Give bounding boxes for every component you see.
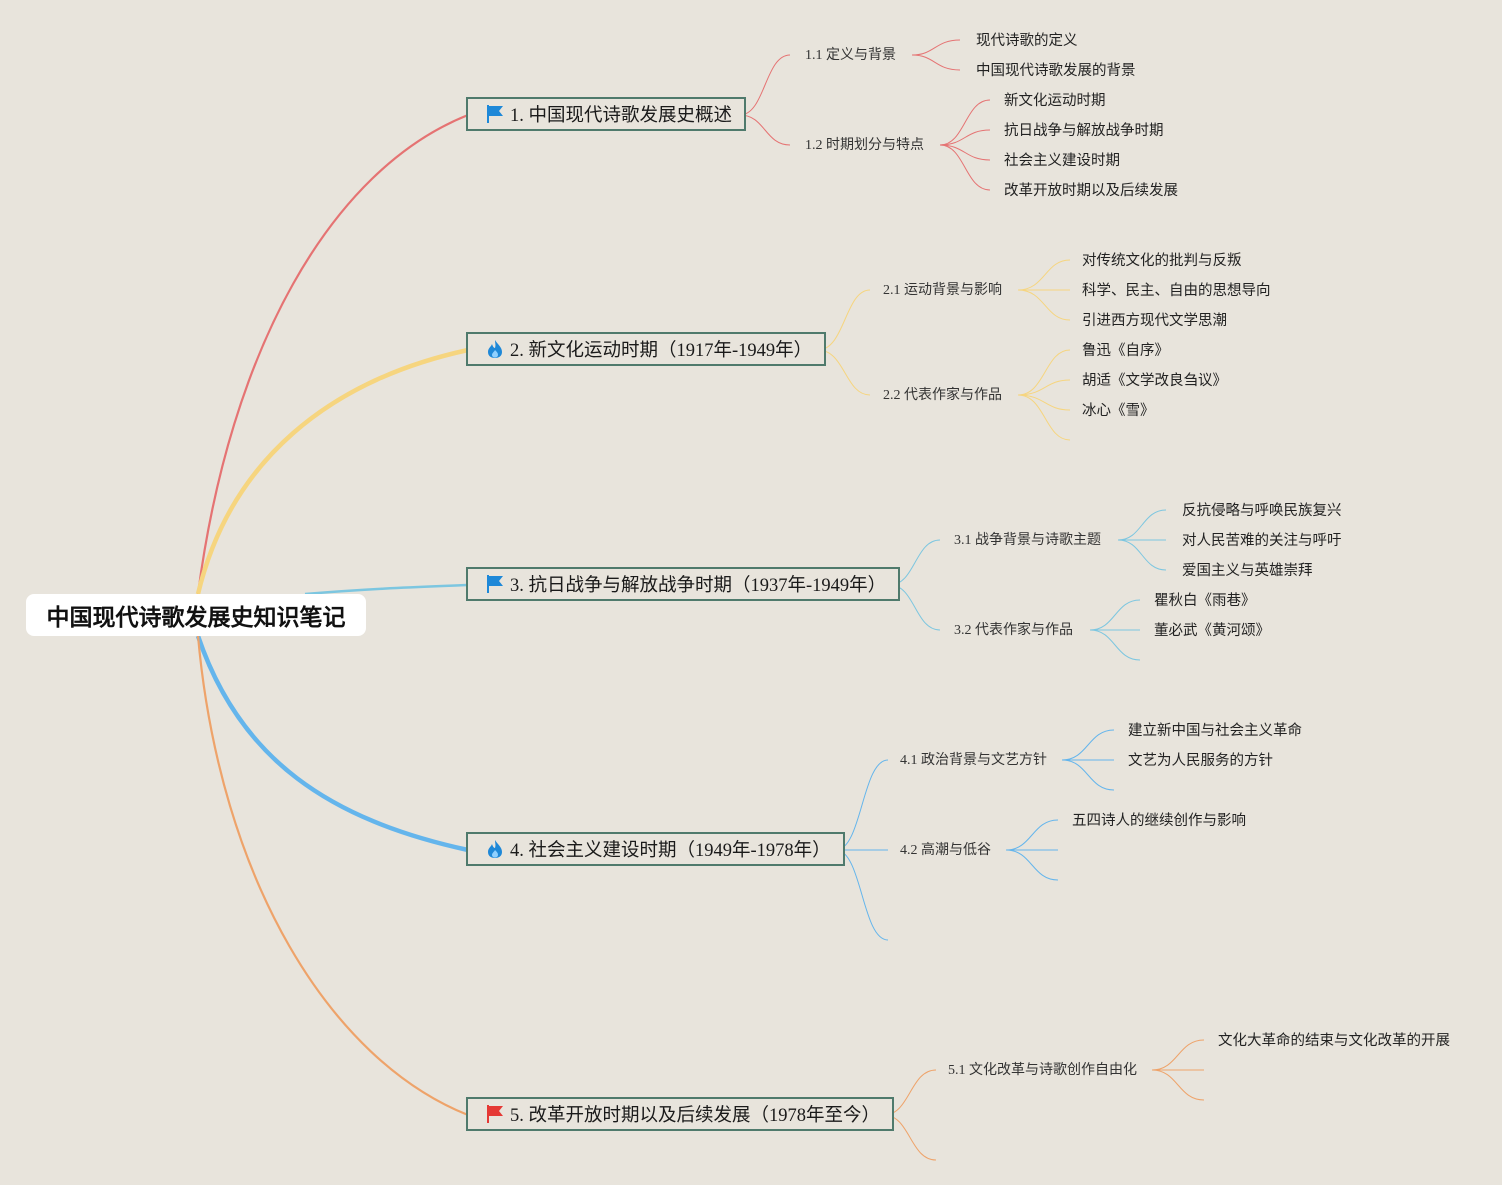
leaf-2-2-1[interactable]: 鲁迅《自序》 xyxy=(1082,343,1169,359)
subtopic-2-2[interactable]: 2.2 代表作家与作品 xyxy=(883,388,1002,403)
leaf-2-1-3[interactable]: 引进西方现代文学思潮 xyxy=(1082,313,1227,329)
leaf-3-1-2[interactable]: 对人民苦难的关注与呼吁 xyxy=(1182,533,1342,549)
blue-flag-icon xyxy=(484,103,506,125)
subtopic-4-1[interactable]: 4.1 政治背景与文艺方针 xyxy=(900,753,1047,768)
blue-flame-icon xyxy=(484,338,506,360)
leaf-1-2-4[interactable]: 改革开放时期以及后续发展 xyxy=(1004,183,1178,199)
leaf-3-1-3[interactable]: 爱国主义与英雄崇拜 xyxy=(1182,563,1313,579)
leaf-3-2-1[interactable]: 瞿秋白《雨巷》 xyxy=(1154,593,1256,609)
leaf-1-1-1[interactable]: 现代诗歌的定义 xyxy=(976,33,1078,49)
leaf-1-2-1[interactable]: 新文化运动时期 xyxy=(1004,93,1106,109)
leaf-3-2-2[interactable]: 董必武《黄河颂》 xyxy=(1154,623,1270,639)
subtopic-2-1[interactable]: 2.1 运动背景与影响 xyxy=(883,283,1002,298)
leaf-2-1-1[interactable]: 对传统文化的批判与反叛 xyxy=(1082,253,1242,269)
topic-3-label: 3. 抗日战争与解放战争时期（1937年-1949年） xyxy=(510,576,887,596)
blue-flame-icon xyxy=(484,838,506,860)
leaf-2-1-2[interactable]: 科学、民主、自由的思想导向 xyxy=(1082,283,1271,299)
topic-3[interactable]: 3. 抗日战争与解放战争时期（1937年-1949年） xyxy=(466,567,901,601)
leaf-1-2-2[interactable]: 抗日战争与解放战争时期 xyxy=(1004,123,1164,139)
leaf-4-2-1[interactable]: 五四诗人的继续创作与影响 xyxy=(1072,813,1246,829)
subtopic-5-1[interactable]: 5.1 文化改革与诗歌创作自由化 xyxy=(948,1063,1137,1078)
leaf-2-2-2[interactable]: 胡适《文学改良刍议》 xyxy=(1082,373,1227,389)
central-topic[interactable]: 中国现代诗歌发展史知识笔记 xyxy=(26,594,366,636)
leaf-2-2-3[interactable]: 冰心《雪》 xyxy=(1082,403,1155,419)
topic-4[interactable]: 4. 社会主义建设时期（1949年-1978年） xyxy=(466,832,845,866)
topic-2-label: 2. 新文化运动时期（1917年-1949年） xyxy=(510,341,813,361)
topic-5-label: 5. 改革开放时期以及后续发展（1978年至今） xyxy=(510,1106,881,1126)
blue-flag-icon xyxy=(484,573,506,595)
leaf-1-1-2[interactable]: 中国现代诗歌发展的背景 xyxy=(976,63,1136,79)
leaf-4-1-1[interactable]: 建立新中国与社会主义革命 xyxy=(1128,723,1302,739)
subtopic-1-1[interactable]: 1.1 定义与背景 xyxy=(805,48,896,63)
subtopic-1-2[interactable]: 1.2 时期划分与特点 xyxy=(805,138,924,153)
topic-1[interactable]: 1. 中国现代诗歌发展史概述 xyxy=(466,97,747,131)
leaf-1-2-3[interactable]: 社会主义建设时期 xyxy=(1004,153,1120,169)
topic-4-label: 4. 社会主义建设时期（1949年-1978年） xyxy=(510,841,831,861)
red-flag-icon xyxy=(484,1103,506,1125)
subtopic-3-2[interactable]: 3.2 代表作家与作品 xyxy=(954,623,1073,638)
subtopic-3-1[interactable]: 3.1 战争背景与诗歌主题 xyxy=(954,533,1101,548)
leaf-3-1-1[interactable]: 反抗侵略与呼唤民族复兴 xyxy=(1182,503,1342,519)
topic-1-label: 1. 中国现代诗歌发展史概述 xyxy=(510,106,733,126)
subtopic-4-2[interactable]: 4.2 高潮与低谷 xyxy=(900,843,991,858)
topic-5[interactable]: 5. 改革开放时期以及后续发展（1978年至今） xyxy=(466,1097,895,1131)
leaf-4-1-2[interactable]: 文艺为人民服务的方针 xyxy=(1128,753,1273,769)
leaf-5-1-1[interactable]: 文化大革命的结束与文化改革的开展 xyxy=(1218,1033,1450,1049)
topic-2[interactable]: 2. 新文化运动时期（1917年-1949年） xyxy=(466,332,827,366)
